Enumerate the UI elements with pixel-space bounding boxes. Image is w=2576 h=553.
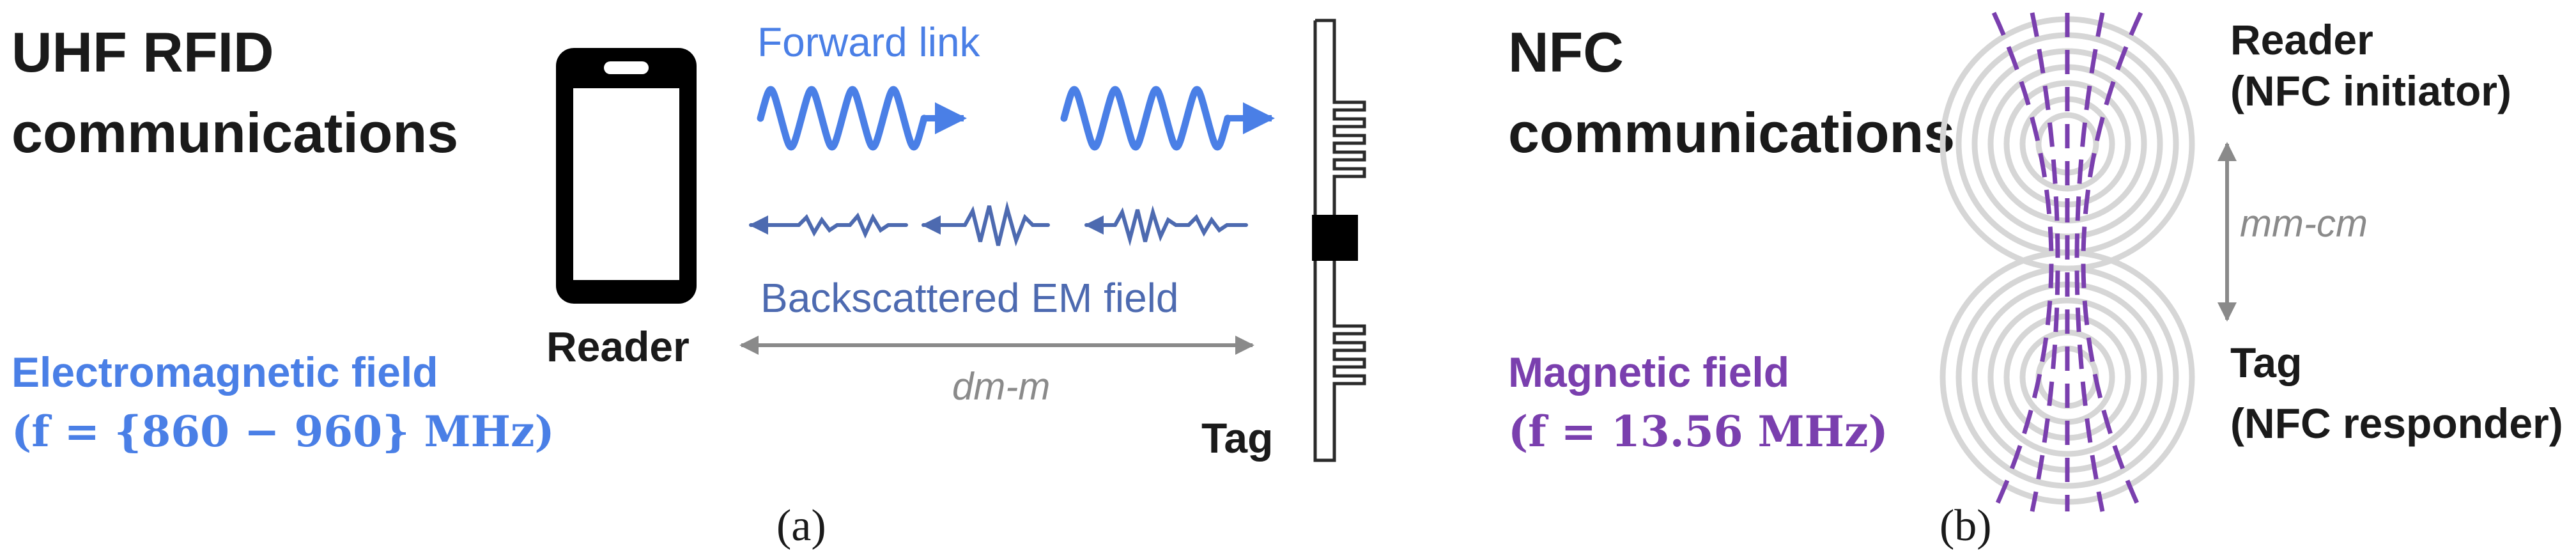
forward-wave-1: [757, 86, 967, 151]
tag-label: Tag: [1201, 414, 1273, 462]
reader-phone-icon: [556, 48, 697, 304]
em-field-label: Electromagnetic field: [12, 348, 438, 396]
backscatter-wave-1: [749, 212, 908, 239]
reader-label: Reader: [546, 323, 690, 370]
nfc-tag-role: (NFC responder): [2230, 400, 2563, 447]
backscatter-wave-2: [922, 201, 1050, 247]
tag-chip: [1312, 215, 1358, 261]
backscatter-wave-3: [1084, 205, 1248, 247]
panel-b: NFC communications: [1508, 12, 2563, 550]
panel-a: UHF RFID communications Reader Forward l…: [12, 19, 1366, 550]
distance-label-a: dm-m: [952, 365, 1050, 408]
distance-label-b: mm-cm: [2240, 202, 2368, 245]
caption-a: (a): [776, 501, 826, 550]
nfc-reader-label: Reader: [2230, 16, 2373, 63]
panel-a-title-line2: communications: [12, 101, 458, 164]
forward-wave-2: [1060, 86, 1275, 151]
magnetic-field-label: Magnetic field: [1508, 348, 1789, 396]
forward-link-label: Forward link: [757, 19, 981, 65]
panel-a-title-line1: UHF RFID: [12, 20, 274, 84]
magnetic-field-lines: [1991, 12, 2143, 513]
magnetic-field-frequency: (f = 13.56 MHz): [1508, 407, 1888, 456]
nfc-reader-role: (NFC initiator): [2230, 67, 2511, 114]
panel-b-title-line1: NFC: [1508, 20, 1624, 84]
backscatter-label: Backscattered EM field: [760, 275, 1179, 321]
panel-b-title-line2: communications: [1508, 101, 1955, 164]
caption-b: (b): [1940, 501, 1992, 550]
em-field-frequency: (f = {860 − 960} MHz): [12, 407, 555, 456]
nfc-tag-label: Tag: [2230, 339, 2302, 386]
